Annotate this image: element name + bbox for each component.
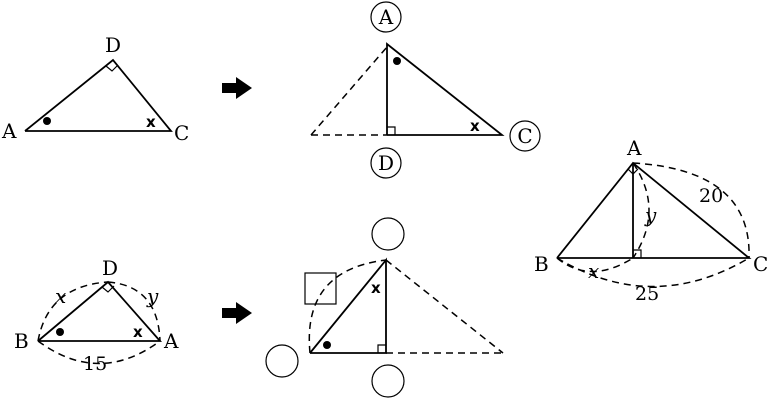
dashed-arc xyxy=(308,259,387,354)
label-d: D xyxy=(102,256,118,280)
dashed-arc-da xyxy=(107,281,161,342)
right-angle-mark-d xyxy=(105,64,119,72)
angle-mark-c: x xyxy=(470,117,480,135)
dashed-arc-ac xyxy=(632,162,750,259)
side-label-ad: y xyxy=(644,203,657,227)
angle-dot-b xyxy=(56,328,64,336)
figure-1-triangle-adc: x A D C xyxy=(1,33,189,145)
right-angle-mark-d xyxy=(387,126,396,135)
dashed-arc-bd xyxy=(37,281,109,342)
blank-circle-bottom xyxy=(371,364,405,398)
label-a: A xyxy=(378,5,394,29)
label-d: D xyxy=(105,33,121,57)
label-b: B xyxy=(14,329,29,353)
figure-4-rotated-triangle: x xyxy=(265,217,504,398)
triangle-bda xyxy=(37,280,162,342)
side-label-ac: 20 xyxy=(699,185,723,207)
angle-dot-a xyxy=(393,57,401,65)
right-angle-mark-d xyxy=(633,249,642,258)
dashed-arc-ad xyxy=(632,162,650,259)
angle-dot-a xyxy=(43,117,51,125)
blank-square xyxy=(304,272,337,305)
circle-label-d xyxy=(370,147,402,179)
triangle-abc xyxy=(556,161,752,259)
figure-2-rotated-triangle: x A D C xyxy=(310,1,541,179)
right-angle-mark-d xyxy=(101,285,115,293)
label-a: A xyxy=(1,119,17,143)
figure-3-triangle-bda: x D B A x y 15 xyxy=(14,256,179,375)
dashed-arc-bc xyxy=(556,257,750,288)
circle-label-c xyxy=(509,120,541,152)
dashed-arc-ba xyxy=(37,340,161,365)
triangle-rotated xyxy=(309,257,387,354)
right-angle-mark xyxy=(377,344,386,353)
label-c: C xyxy=(517,124,532,148)
triangle-adc xyxy=(24,58,173,132)
side-label-bd: x xyxy=(55,284,66,308)
blank-circle-top xyxy=(371,217,405,251)
label-a: A xyxy=(626,136,642,160)
circle-label-a xyxy=(370,1,402,33)
right-angle-mark-a xyxy=(627,168,639,175)
dashed-side xyxy=(310,46,388,136)
angle-mark: x xyxy=(371,279,381,297)
label-b: B xyxy=(534,252,549,276)
side-label-da: y xyxy=(146,284,159,308)
side-label-bd: x xyxy=(588,259,599,283)
label-c: C xyxy=(174,121,189,145)
angle-mark-c: x xyxy=(146,113,156,131)
arrow-right-icon xyxy=(222,77,252,99)
angle-mark-a: x xyxy=(133,323,143,341)
triangle-adc-rotated xyxy=(386,42,505,136)
label-d: D xyxy=(378,151,394,175)
side-label-ba: 15 xyxy=(83,353,107,375)
figure-5-triangle-abc: A B C y x 20 25 xyxy=(534,136,768,305)
label-c: C xyxy=(753,252,768,276)
angle-dot xyxy=(323,341,331,349)
side-label-bc: 25 xyxy=(635,283,659,305)
arrow-right-icon xyxy=(222,302,252,324)
dashed-side xyxy=(385,259,504,354)
label-a: A xyxy=(163,329,179,353)
blank-circle-left xyxy=(265,344,299,378)
dashed-arc-bd xyxy=(556,257,634,273)
